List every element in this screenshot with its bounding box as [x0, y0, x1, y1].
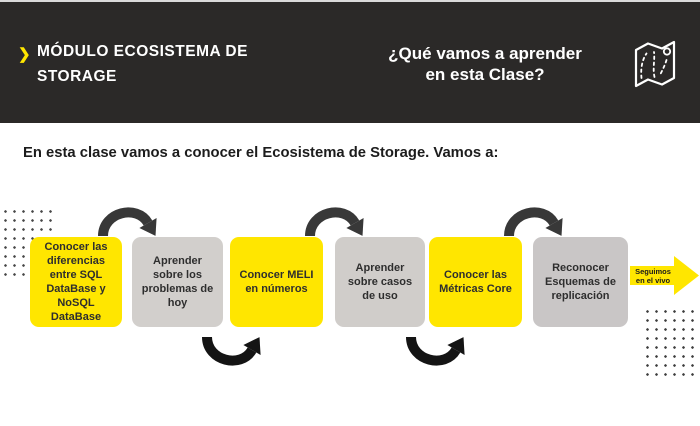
- step-box-5: Conocer las Métricas Core: [429, 237, 522, 327]
- module-title: MÓDULO ECOSISTEMA DE STORAGE: [37, 43, 248, 85]
- header-bar: ❯ MÓDULO ECOSISTEMA DE STORAGE ¿Qué vamo…: [0, 2, 700, 123]
- lesson-question: ¿Qué vamos a aprender en esta Clase?: [388, 44, 582, 84]
- map-icon: [634, 40, 676, 88]
- continue-live-label: Seguimos en el vivo: [635, 266, 671, 285]
- flow-arrow-top-3: [504, 207, 563, 237]
- flow-arrow-top-2: [305, 207, 364, 237]
- flow-arrow-bottom-2: [406, 336, 465, 366]
- dot-grid-right: [645, 309, 698, 380]
- step-box-4: Aprender sobre casos de uso: [335, 237, 425, 327]
- chevron-right-icon: ❯: [18, 46, 31, 63]
- step-box-6: Reconocer Esquemas de replicación: [533, 237, 628, 327]
- step-box-1: Conocer las diferencias entre SQL DataBa…: [30, 237, 122, 327]
- top-edge-strip: [0, 0, 700, 2]
- continue-live-arrow: [630, 256, 699, 295]
- step-box-3: Conocer MELI en números: [230, 237, 323, 327]
- intro-text: En esta clase vamos a conocer el Ecosist…: [23, 145, 499, 161]
- flow-arrow-top-1: [98, 207, 157, 237]
- flow-arrow-bottom-1: [202, 336, 261, 366]
- step-box-2: Aprender sobre los problemas de hoy: [132, 237, 223, 327]
